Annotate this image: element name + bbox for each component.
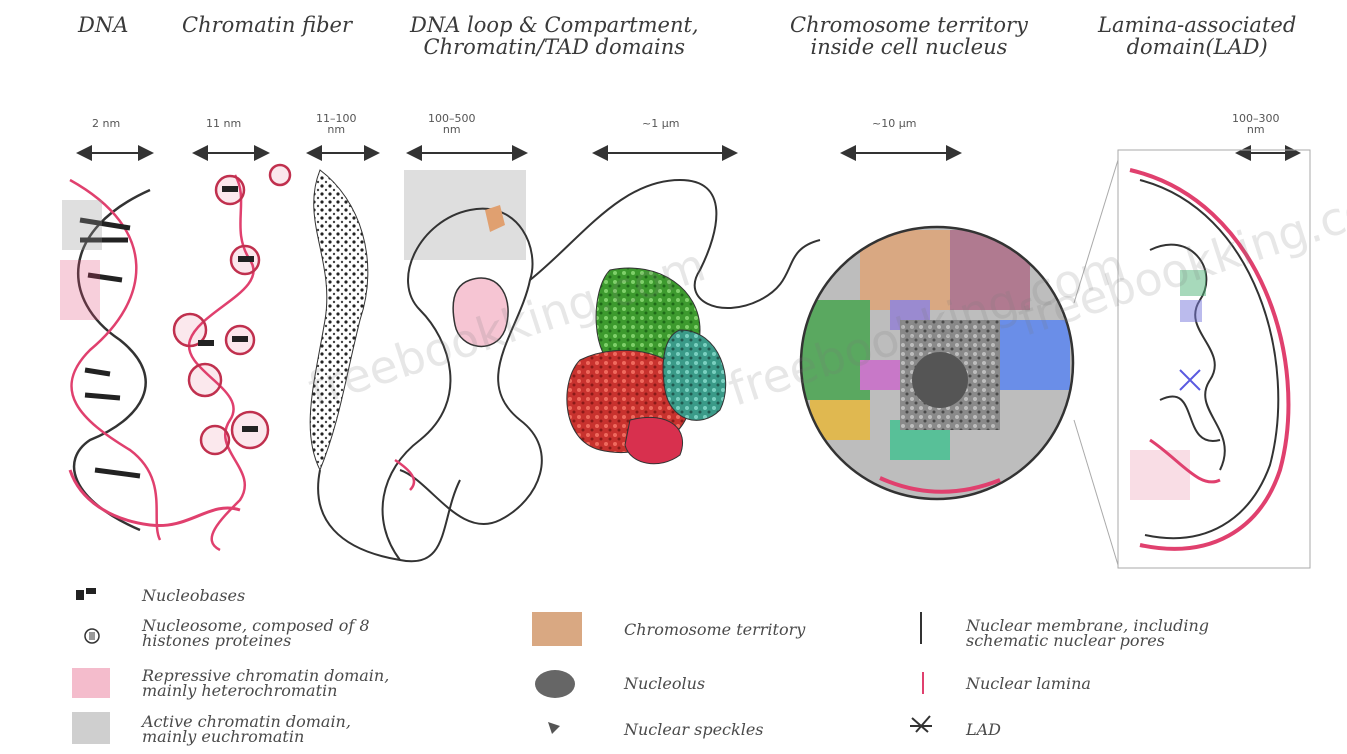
legend-repressive-domain: Repressive chromatin domain, mainly hete… [142, 668, 389, 698]
legend-nuclear-lamina: Nuclear lamina [966, 676, 1091, 691]
dna-loop-pink-tail [395, 460, 414, 490]
nucleosome-icon [85, 629, 99, 643]
speckles-icon [548, 722, 560, 734]
legend-chromosome-territory: Chromosome territory [624, 622, 805, 637]
dna-repressive-region [60, 260, 100, 320]
nucleolus-icon [535, 670, 575, 698]
dna-active-region [62, 200, 102, 250]
nucleobases-icon [76, 588, 96, 600]
active-domain-icon [72, 712, 110, 744]
repressive-domain-icon [72, 668, 110, 698]
legend-nucleosome: Nucleosome, composed of 8 histones prote… [142, 618, 370, 648]
legend-nuclear-membrane: Nuclear membrane, including schematic nu… [966, 618, 1209, 648]
legend-nuclear-speckles: Nuclear speckles [624, 722, 764, 737]
chromatin-fiber-body [310, 170, 368, 470]
legend-lad: LAD [966, 722, 1001, 737]
chromatin-fiber-strand [318, 470, 460, 561]
legend-nucleolus: Nucleolus [624, 676, 705, 691]
lad-icon [910, 716, 932, 732]
legend-active-domain: Active chromatin domain, mainly euchroma… [142, 714, 351, 744]
legend-nucleobases: Nucleobases [142, 588, 245, 603]
nucleosome-fiber [174, 165, 290, 550]
territory-icon [532, 612, 582, 646]
